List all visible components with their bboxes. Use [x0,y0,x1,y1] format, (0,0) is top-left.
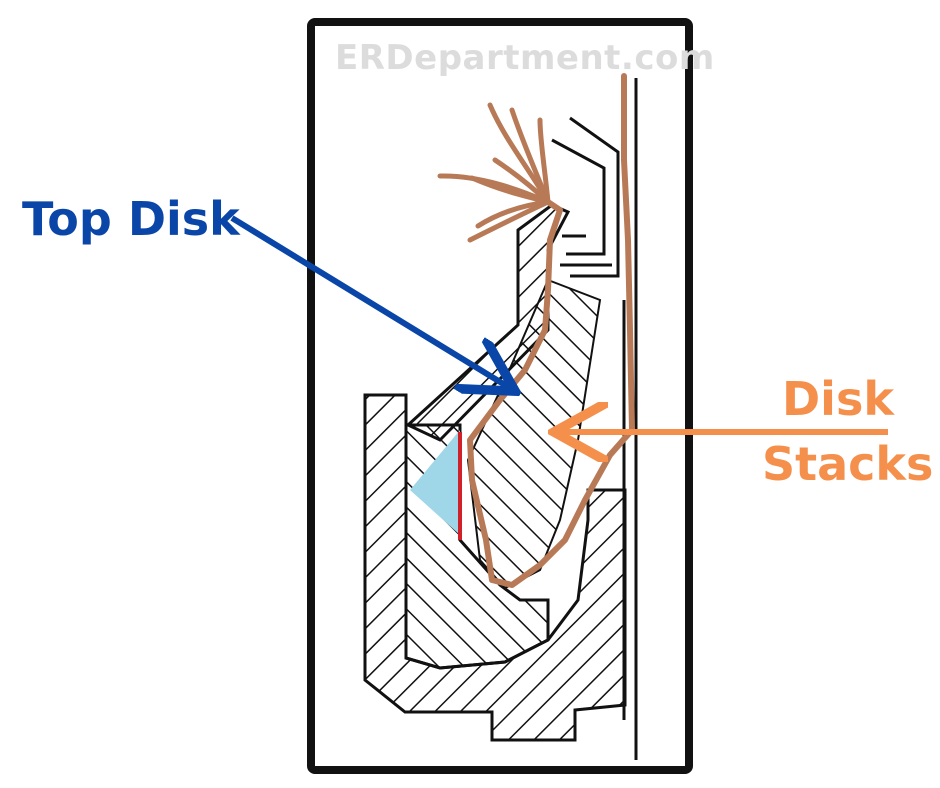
fluid-region [410,430,460,535]
disk-stacks-label-line1: Disk [782,372,894,426]
disk-stacks-label-line2: Stacks [762,437,934,491]
outer-frame [307,18,693,774]
top-disk-arrow [230,215,510,388]
tissue-spray [437,102,551,243]
top-disk [405,203,571,442]
watermark: ERDepartment.com [335,38,715,78]
top-disk-label: Top Disk [22,192,240,246]
upper-outline [551,116,620,278]
tissue-outline [467,73,635,588]
